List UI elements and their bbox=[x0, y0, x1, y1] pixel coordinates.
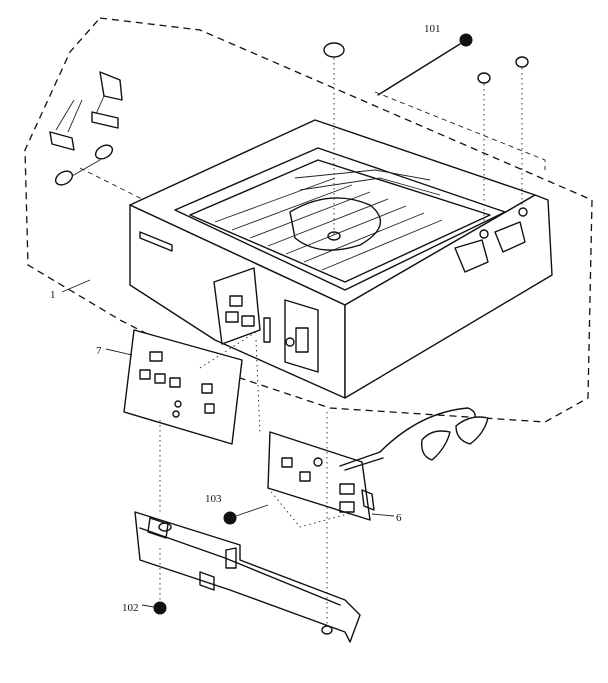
mounting-feet bbox=[323, 42, 529, 241]
callout-leader-7 bbox=[105, 348, 133, 356]
callout-102: 102 bbox=[122, 602, 139, 614]
screw-102 bbox=[153, 548, 167, 615]
top-cover bbox=[129, 119, 553, 399]
callout-leader-6 bbox=[371, 513, 395, 517]
hinge-bracket-assembly bbox=[49, 71, 123, 186]
base-chassis bbox=[134, 412, 361, 643]
label-plate-7 bbox=[123, 327, 263, 445]
front-panel-openings bbox=[225, 295, 309, 353]
left-hinge-dashed-guide bbox=[79, 167, 206, 236]
callout-6: 6 bbox=[396, 512, 402, 524]
callout-103: 103 bbox=[205, 493, 222, 505]
callout-101: 101 bbox=[424, 23, 441, 35]
callout-1: 1 bbox=[50, 289, 56, 301]
callout-leader-1 bbox=[61, 279, 91, 293]
cover-assembly-dashed-outline bbox=[24, 17, 593, 423]
screw-103 bbox=[223, 504, 269, 525]
wire-harness bbox=[379, 407, 489, 461]
upper-guide-dashed bbox=[374, 91, 546, 170]
callout-leader-102 bbox=[141, 604, 155, 608]
callout-7: 7 bbox=[96, 345, 102, 357]
control-board-6 bbox=[255, 339, 384, 528]
screw-101 bbox=[377, 33, 473, 96]
